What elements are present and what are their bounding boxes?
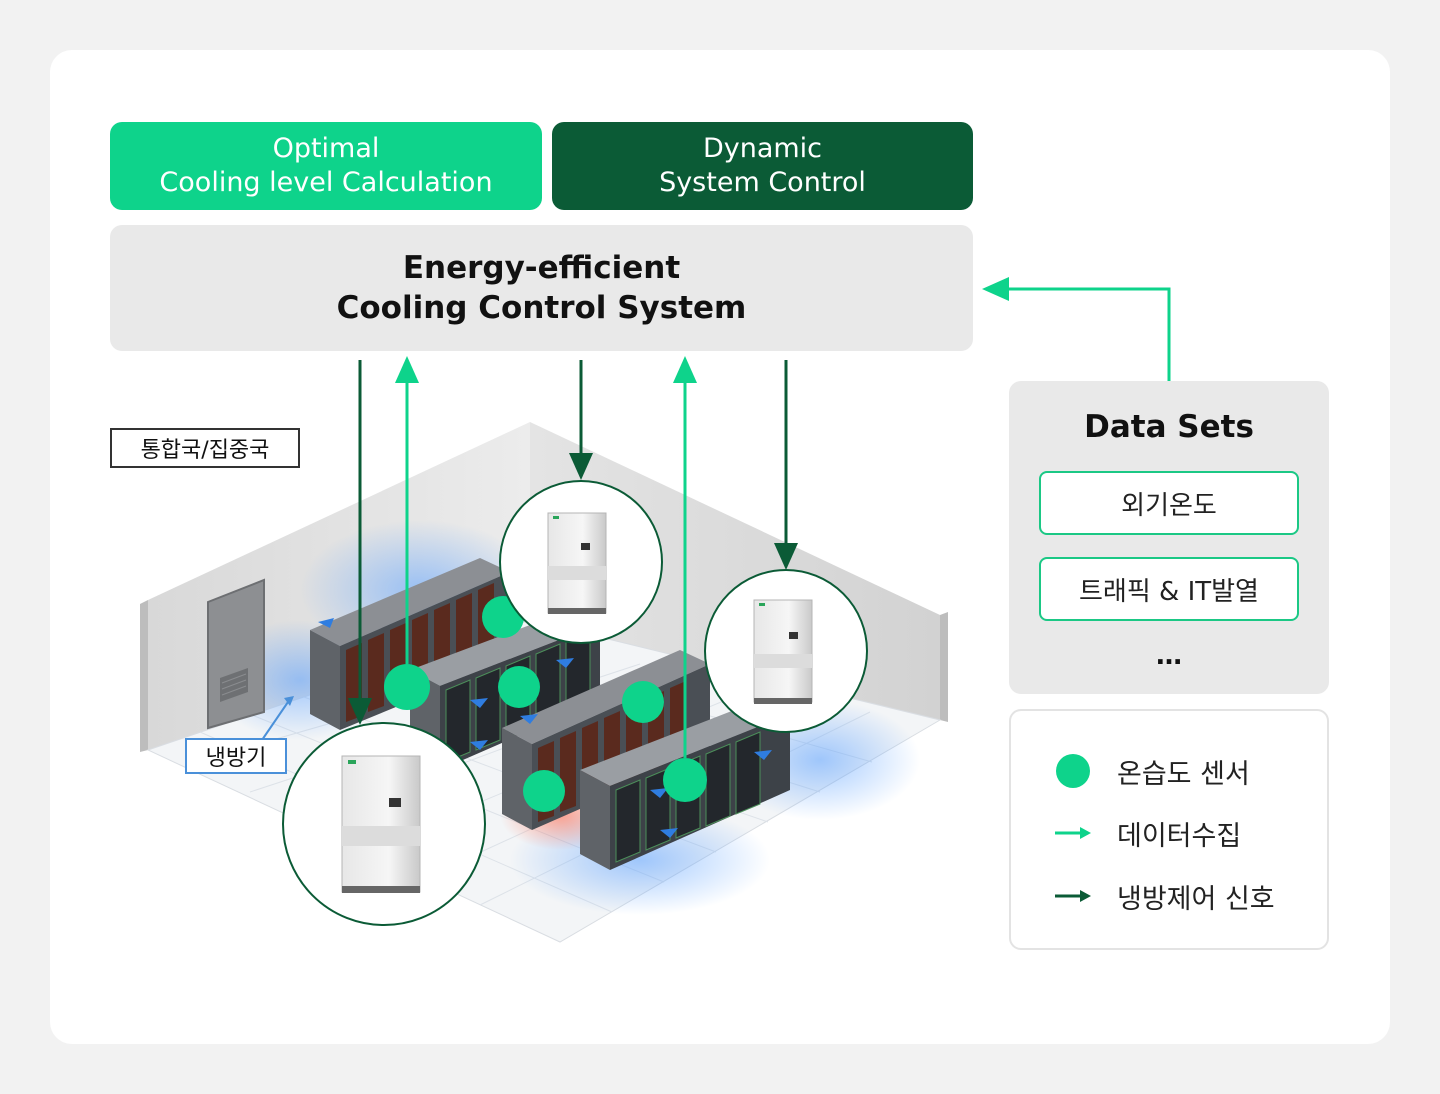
system-line1: Energy-efficient xyxy=(402,250,681,286)
station-label: 통합국/집중국 xyxy=(110,428,300,468)
legend-item-data-collection: 데이터수집 xyxy=(1053,813,1241,853)
legend-panel: 온습도 센서 데이터수집 냉방제어 신호 xyxy=(1009,709,1329,950)
control-signal-arrows xyxy=(348,360,798,725)
dark-arrow-icon xyxy=(1053,876,1093,916)
legend-label-sensor: 온습도 센서 xyxy=(1117,758,1250,790)
dynamic-line2: System Control xyxy=(659,167,866,198)
optimal-line2: Cooling level Calculation xyxy=(159,167,493,198)
cooler-pointer xyxy=(261,701,289,741)
datasets-panel: Data Sets 외기온도 트래픽 & IT발열 … xyxy=(1009,381,1329,694)
cooling-control-system-box: Energy-efficient Cooling Control System xyxy=(110,225,973,351)
sensor-dot-4 xyxy=(622,681,664,723)
cooling-unit-callout-right xyxy=(704,569,868,733)
door xyxy=(207,578,265,730)
legend-label-data-collection: 데이터수집 xyxy=(1117,820,1242,852)
cooler-label: 냉방기 xyxy=(185,738,287,774)
legend-item-control-signal: 냉방제어 신호 xyxy=(1053,876,1275,916)
dynamic-control-box: Dynamic System Control xyxy=(552,122,973,210)
datasets-more: … xyxy=(1156,641,1182,671)
legend-item-sensor: 온습도 센서 xyxy=(1053,751,1250,791)
optimal-cooling-box: Optimal Cooling level Calculation xyxy=(110,122,542,210)
legend-label-control-signal: 냉방제어 신호 xyxy=(1117,883,1275,915)
sensor-dot-2 xyxy=(384,664,430,710)
optimal-line1: Optimal xyxy=(272,133,380,164)
data-collection-arrows xyxy=(395,277,1171,758)
system-line2: Cooling Control System xyxy=(336,290,747,326)
cooling-unit-callout-top xyxy=(499,480,663,644)
green-arrow-icon xyxy=(1053,813,1093,853)
data-arrow-datasets xyxy=(982,277,1171,381)
sensor-dot-3 xyxy=(498,666,540,708)
datasets-title: Data Sets xyxy=(1084,409,1254,445)
sensor-dots xyxy=(384,596,664,812)
dataset-item-outdoor-temp: 외기온도 xyxy=(1039,471,1299,535)
sensor-dot-icon xyxy=(1053,751,1093,791)
sensor-dot-5 xyxy=(523,770,565,812)
dynamic-line1: Dynamic xyxy=(702,133,823,164)
dataset-item-traffic-it-heat: 트래픽 & IT발열 xyxy=(1039,557,1299,621)
cooling-unit-callout-left xyxy=(282,722,486,926)
sensor-dot-6 xyxy=(663,758,707,802)
